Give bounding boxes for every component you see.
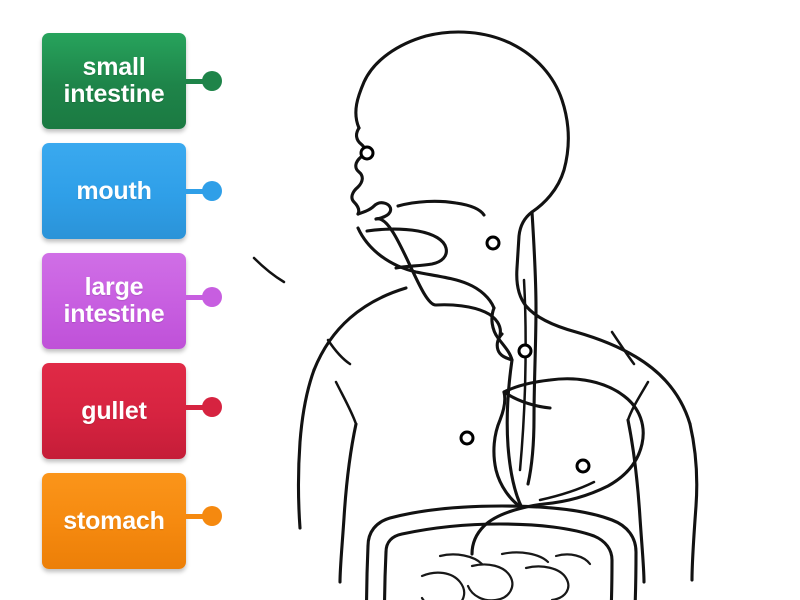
label-tile-text: large intestine — [63, 273, 165, 328]
target-dot-large-intestine[interactable] — [575, 458, 591, 474]
connector-stem — [186, 295, 208, 300]
connector-gullet — [186, 397, 222, 417]
connector-knob[interactable] — [202, 71, 222, 91]
label-tile-text: mouth — [76, 176, 152, 205]
stomach-outline — [492, 377, 645, 510]
small-intestine-coil-15 — [554, 553, 592, 566]
connector-stem — [186, 405, 208, 410]
small-intestine-coil-3 — [524, 565, 570, 600]
tongue — [365, 227, 448, 270]
left-arm-outer — [296, 368, 316, 530]
small-intestine-coil-14 — [500, 551, 550, 564]
connector-knob[interactable] — [202, 181, 222, 201]
connector-mouth — [186, 181, 222, 201]
connector-stem — [186, 514, 208, 519]
larynx-notch — [495, 332, 514, 362]
right-torso-side — [626, 418, 646, 584]
small-intestine-coil-13 — [438, 553, 484, 566]
connector-large-intestine — [186, 287, 222, 307]
label-tile-text: small intestine — [63, 53, 165, 108]
left-torso-side — [338, 422, 358, 584]
small-intestine-coil-2 — [466, 563, 514, 600]
ascending-colon-left — [365, 544, 370, 600]
target-dot-mouth[interactable] — [359, 145, 375, 161]
colon-inner-frame — [384, 522, 614, 600]
small-intestine-coil-1 — [420, 571, 466, 600]
oesophagus-right-wall — [526, 210, 538, 486]
left-hip-line — [326, 338, 352, 366]
hard-palate-line — [396, 199, 486, 217]
oesophagus-left-wall — [505, 358, 524, 510]
target-dot-small-intestine[interactable] — [459, 430, 475, 446]
label-column: small intestine mouth large intestine gu… — [0, 0, 240, 600]
head-outline — [354, 30, 570, 270]
connector-stomach — [186, 506, 222, 526]
right-armpit-crease — [626, 380, 650, 422]
colon-outer-frame — [366, 504, 638, 600]
stomach-lesser-curve — [502, 390, 552, 410]
nose-and-upper-lip — [356, 201, 393, 221]
face-profile — [350, 126, 367, 216]
label-tile-mouth[interactable]: mouth — [42, 143, 186, 239]
lower-jaw — [356, 226, 496, 310]
connector-knob[interactable] — [202, 506, 222, 526]
anatomy-illustration — [252, 30, 699, 600]
stomach-rugae — [538, 480, 596, 502]
label-tile-small-intestine[interactable]: small intestine — [42, 33, 186, 129]
label-tile-text: gullet — [81, 396, 147, 425]
upper-palate — [374, 217, 502, 337]
left-shoulder — [312, 286, 408, 372]
duodenum — [470, 506, 524, 556]
left-armpit-crease — [334, 380, 358, 426]
connector-knob[interactable] — [202, 397, 222, 417]
connector-stem — [186, 189, 208, 194]
target-dot-gullet[interactable] — [485, 235, 501, 251]
right-arm-outer — [688, 422, 699, 582]
connector-stem — [186, 79, 208, 84]
neck-back — [515, 266, 692, 426]
digestive-system-diagram — [240, 0, 800, 600]
connector-knob[interactable] — [202, 287, 222, 307]
ascending-colon-left-inner — [383, 550, 388, 600]
label-tile-large-intestine[interactable]: large intestine — [42, 253, 186, 349]
target-dot-stomach[interactable] — [517, 343, 533, 359]
right-hip-line — [610, 330, 636, 366]
connector-small-intestine — [186, 71, 222, 91]
label-tile-text: stomach — [63, 506, 165, 535]
left-rib-tick — [252, 256, 286, 284]
oesophagus-inner-line — [518, 278, 527, 472]
label-tile-gullet[interactable]: gullet — [42, 363, 186, 459]
label-tile-stomach[interactable]: stomach — [42, 473, 186, 569]
